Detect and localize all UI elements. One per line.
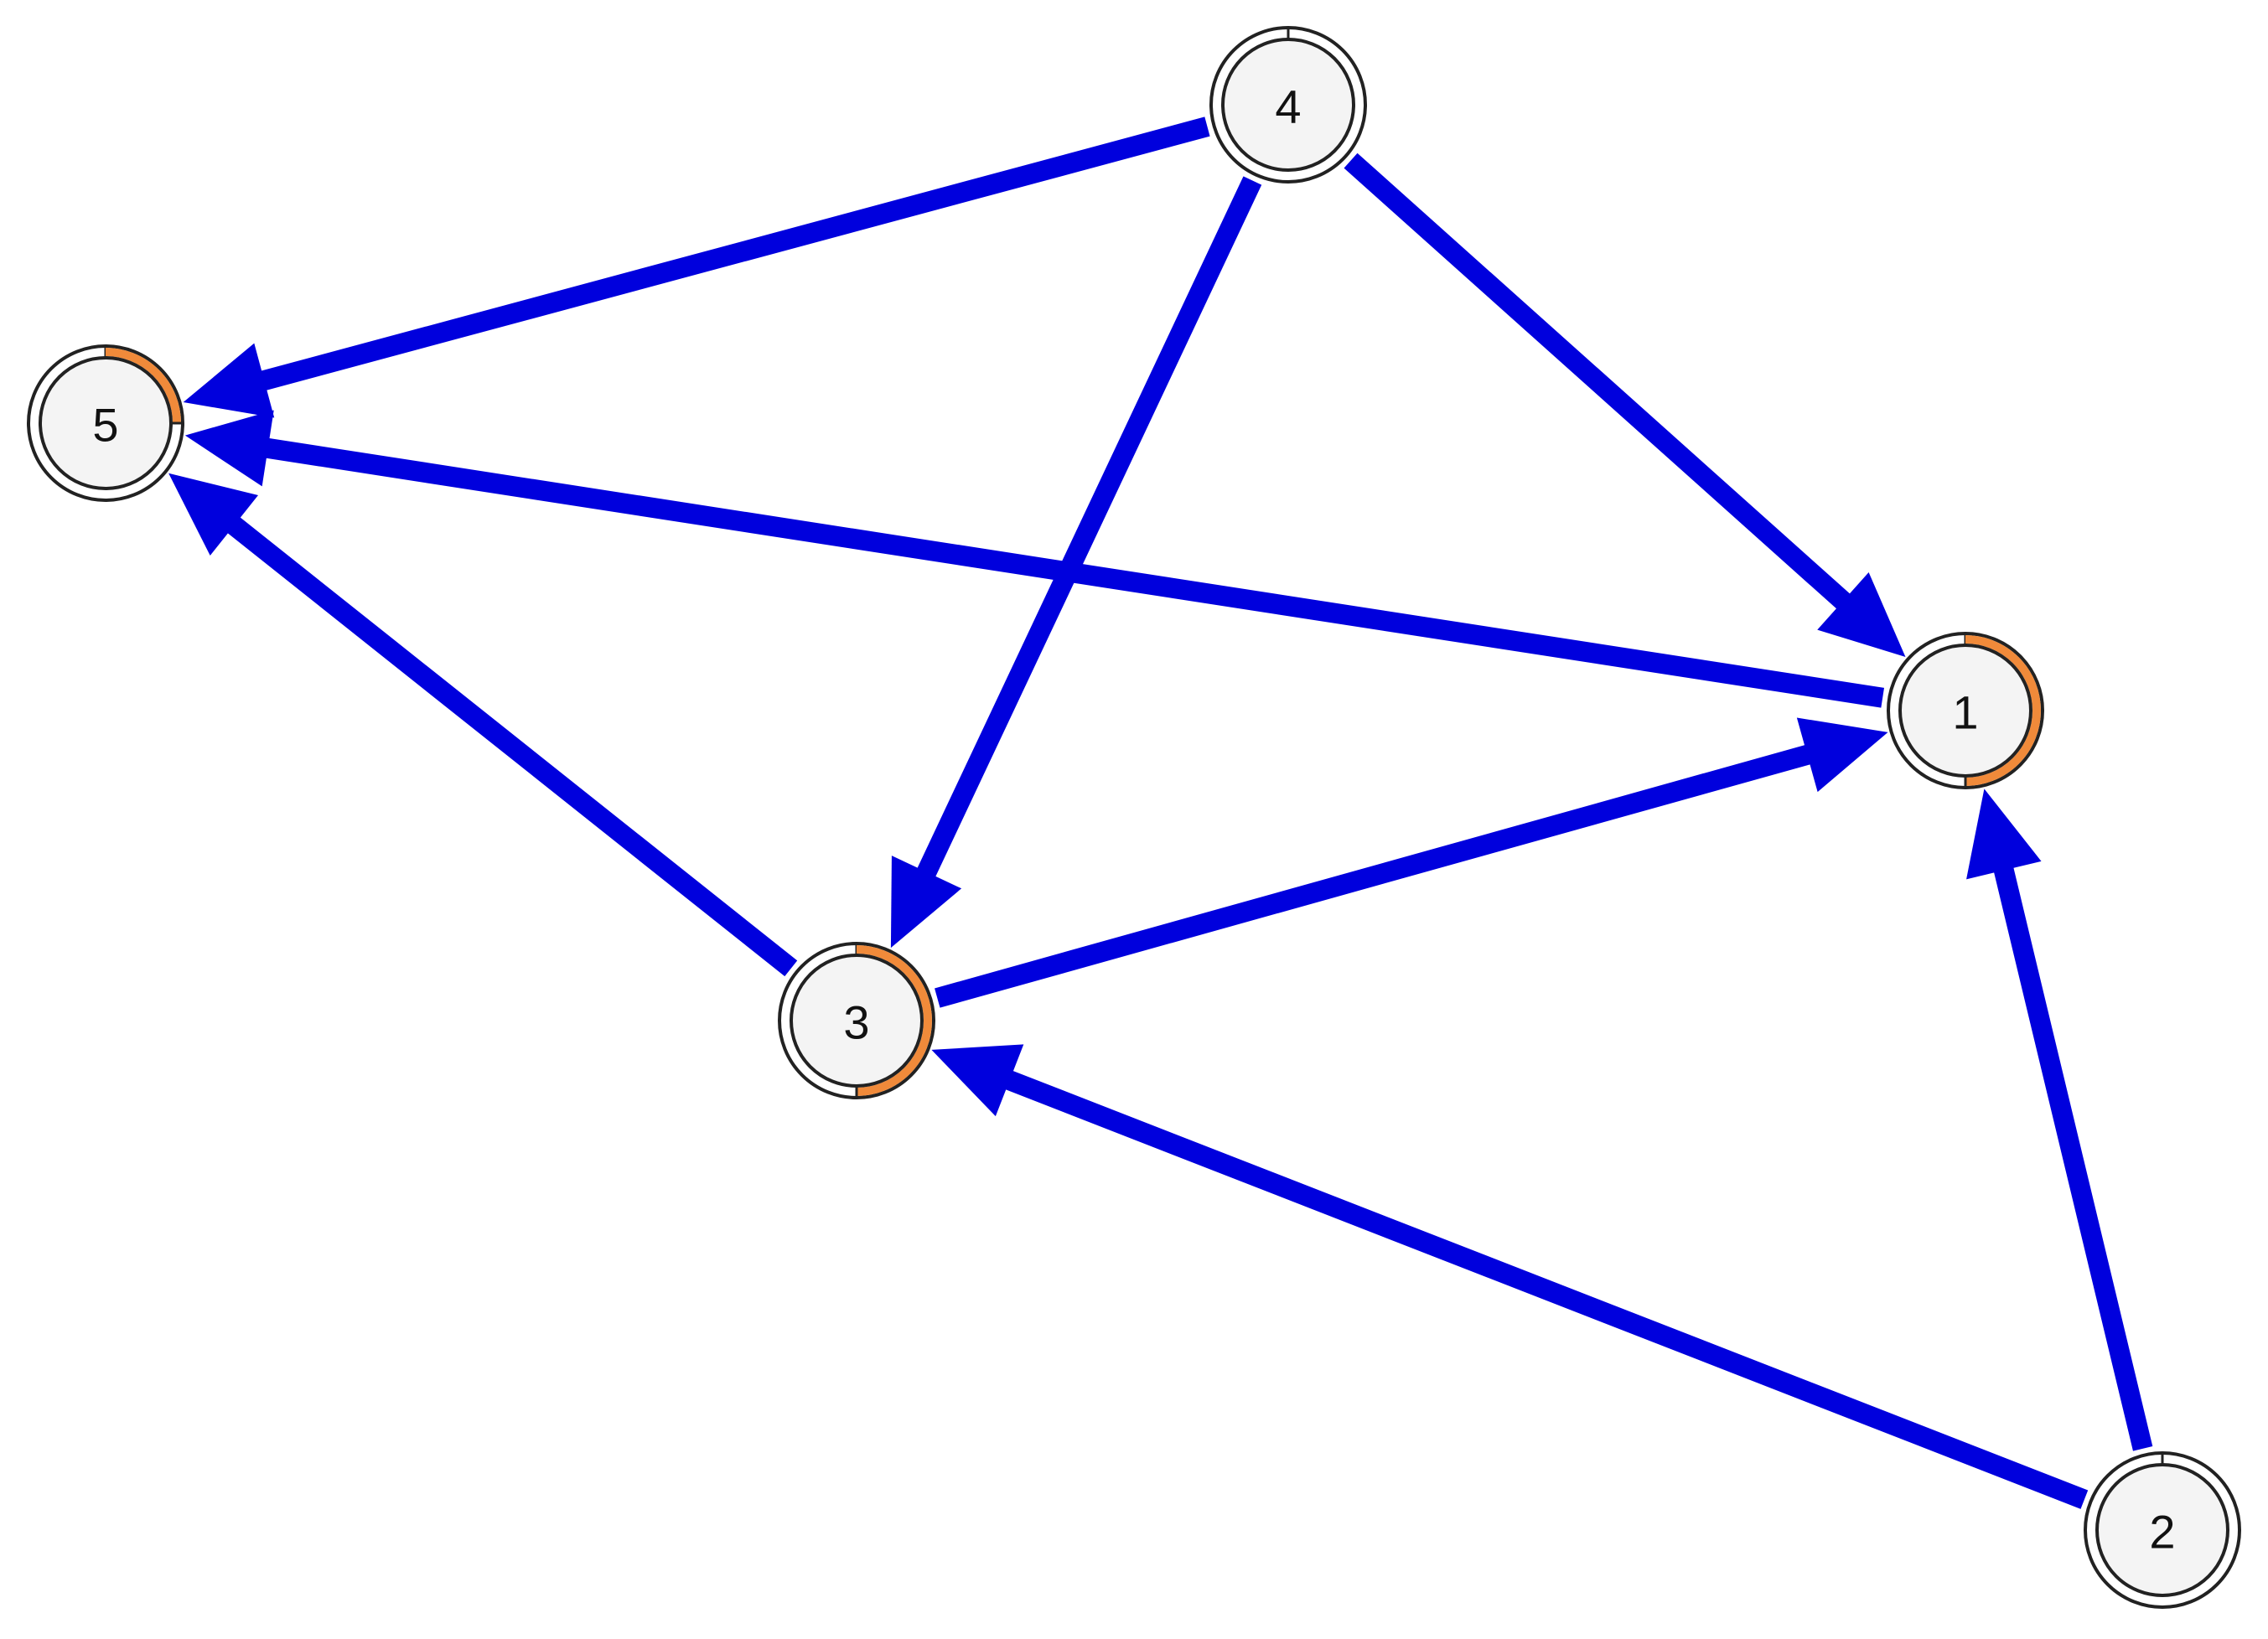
edge-line xyxy=(253,116,1210,393)
node-label: 2 xyxy=(2149,1506,2175,1559)
arrowhead xyxy=(1966,788,2042,880)
edge-line xyxy=(1344,153,1856,614)
arrowhead xyxy=(184,410,274,487)
node-body xyxy=(1221,38,1355,172)
node-4[interactable]: 4 xyxy=(1209,26,1367,184)
edge-4-to-5 xyxy=(183,116,1210,418)
edge-2-to-3 xyxy=(931,1044,2089,1509)
node-label: 5 xyxy=(92,399,118,452)
edge-3-to-5 xyxy=(168,473,798,977)
nodes-layer: 1 2 3 4 5 xyxy=(27,26,2241,1609)
node-label: 1 xyxy=(1952,686,1978,739)
edge-line xyxy=(914,176,1262,884)
edge-line xyxy=(997,1068,2089,1509)
arrowhead xyxy=(931,1044,1024,1117)
edge-4-to-1 xyxy=(1344,153,1906,657)
arrowhead xyxy=(183,343,275,418)
node-ring-highlight xyxy=(1965,635,2041,786)
arrowhead xyxy=(168,473,259,556)
edge-1-to-5 xyxy=(184,410,1885,708)
node-2[interactable]: 2 xyxy=(2084,1451,2241,1609)
node-label: 4 xyxy=(1275,80,1301,133)
node-3[interactable]: 3 xyxy=(778,942,935,1099)
edges-layer xyxy=(168,116,2153,1509)
edge-line xyxy=(1991,860,2153,1451)
node-ring-highlight xyxy=(105,348,181,424)
node-5[interactable]: 5 xyxy=(27,344,184,502)
edge-2-to-1 xyxy=(1966,788,2153,1451)
node-body xyxy=(2095,1463,2229,1597)
arrowhead xyxy=(890,856,962,949)
node-body xyxy=(790,954,924,1088)
edge-line xyxy=(257,437,1885,708)
node-label: 3 xyxy=(843,996,869,1049)
arrowhead xyxy=(1796,717,1888,793)
node-body xyxy=(1898,644,2032,778)
edge-line xyxy=(935,742,1819,1008)
edge-4-to-3 xyxy=(890,176,1262,949)
arrowhead xyxy=(1817,572,1906,657)
node-1[interactable]: 1 xyxy=(1887,632,2044,789)
node-ring-highlight xyxy=(856,945,932,1096)
edge-3-to-1 xyxy=(935,717,1888,1008)
edge-line xyxy=(221,512,798,977)
node-body xyxy=(39,356,173,490)
